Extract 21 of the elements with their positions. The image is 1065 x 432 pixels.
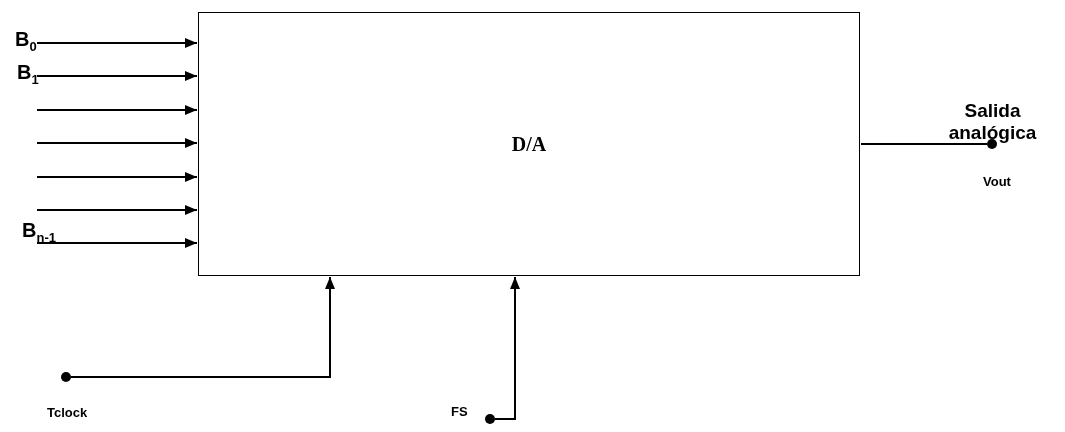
output-label: Salida analógica xyxy=(947,100,1038,144)
arrow xyxy=(36,238,198,248)
terminal-label: Vout xyxy=(983,174,1011,189)
terminal-label: Tclock xyxy=(47,405,88,420)
arrow xyxy=(36,172,198,182)
connector-line xyxy=(860,143,988,145)
arrow xyxy=(36,105,198,115)
arrow xyxy=(494,276,520,420)
block-label: D/A xyxy=(511,132,547,156)
terminal-dot xyxy=(485,414,495,424)
signal-label: B$_{1}$ xyxy=(17,61,39,87)
arrow xyxy=(70,276,335,378)
arrow xyxy=(36,71,198,81)
terminal-label: FS xyxy=(451,404,468,419)
arrow xyxy=(36,205,198,215)
signal-label: B$_{n-1}$ xyxy=(22,219,56,245)
arrow xyxy=(36,138,198,148)
terminal-dot xyxy=(61,372,71,382)
signal-label: B$_{0}$ xyxy=(15,28,37,54)
converter-block xyxy=(198,12,860,276)
arrow xyxy=(36,38,198,48)
